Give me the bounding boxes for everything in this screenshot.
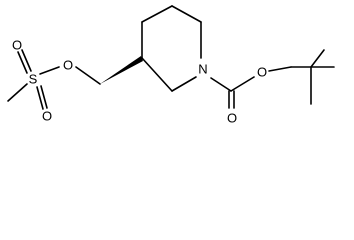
bond-sulfur-ester-oxygen <box>39 66 60 75</box>
atom-oxygen-top-label: O <box>12 38 22 53</box>
bond-oxygen-tert-carbon <box>268 66 292 72</box>
bond-methyl-sulfur <box>7 83 28 102</box>
atom-nitrogen-label: N <box>198 62 207 77</box>
chemical-structure-diagram: S O O O N O O <box>7 5 335 126</box>
bond-nitrogen-carbonyl-carbon <box>210 77 232 92</box>
atom-oxygen-bottom-label: O <box>42 109 52 124</box>
atom-carbamate-oxygen-label: O <box>257 65 267 80</box>
bond-sulfur-oxygen-top-b <box>21 49 32 72</box>
atom-carbonyl-oxygen-label: O <box>227 111 237 126</box>
bond-ring-c5-c6 <box>171 5 202 23</box>
bond-ring-c4-c5 <box>141 5 173 23</box>
bond-ring-c2-c3 <box>141 57 173 92</box>
atom-ester-oxygen-label: O <box>63 58 73 73</box>
bond-ring-nitrogen-c2 <box>171 76 197 92</box>
atom-sulfur-label: S <box>29 72 38 87</box>
bond-sulfur-oxygen-bottom-a <box>36 86 44 110</box>
bond-sulfur-oxygen-bottom-b <box>40 85 48 109</box>
stereo-wedge-bond <box>100 56 143 84</box>
bond-tert-methyl-up <box>310 49 325 68</box>
bond-ester-oxygen-methylene <box>75 66 101 85</box>
bond-carbonyl-carbamate-oxygen <box>230 76 255 92</box>
bond-sulfur-oxygen-top-a <box>17 51 28 74</box>
